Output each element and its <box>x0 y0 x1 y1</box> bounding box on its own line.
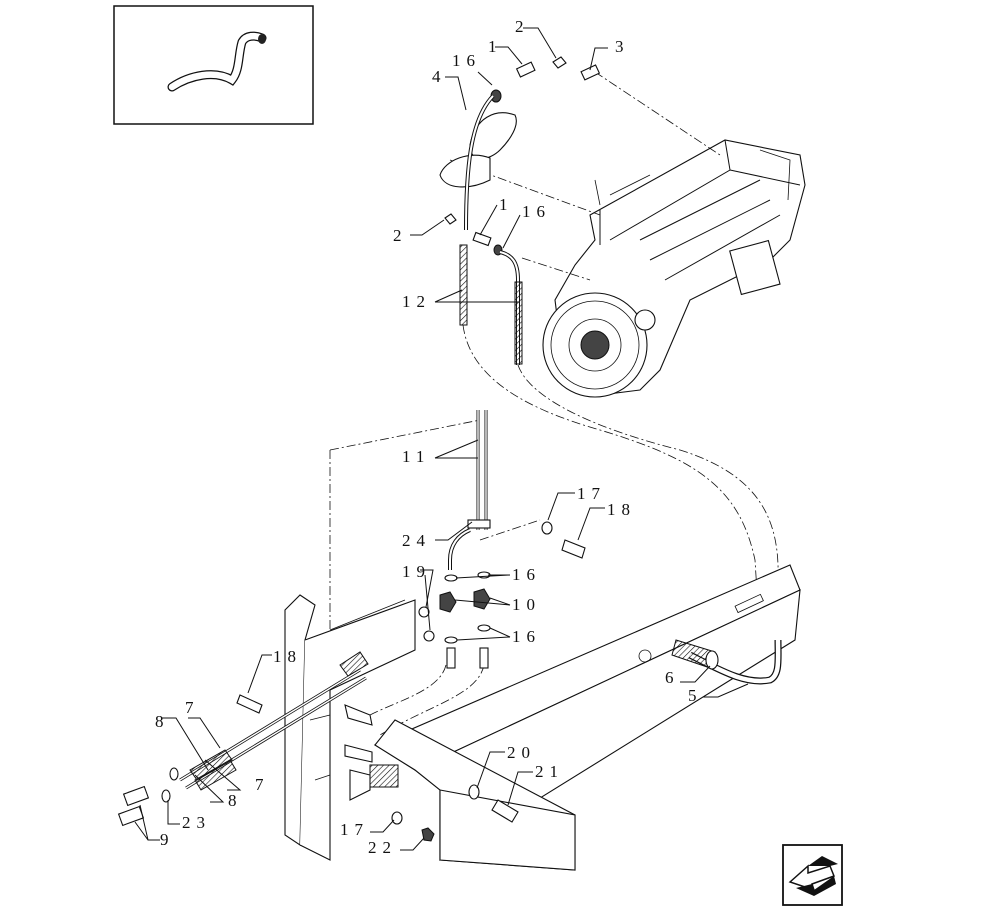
upper-hose-assembly <box>439 56 601 365</box>
lower-left-hoses <box>117 651 519 842</box>
lower-right-hose <box>671 639 782 685</box>
callout-18: 18 <box>273 647 302 666</box>
callout-2: 2 <box>515 17 530 36</box>
mid-hose-assembly <box>418 410 586 669</box>
callout-4: 4 <box>432 67 447 86</box>
callout-23: 23 <box>182 813 211 832</box>
inset-thumbnail[interactable] <box>113 5 314 125</box>
callout-24: 24 <box>402 531 431 550</box>
callout-20: 20 <box>507 743 536 762</box>
callout-18: 18 <box>607 500 636 519</box>
callout-8: 8 <box>228 791 243 810</box>
callout-21: 21 <box>535 762 564 781</box>
callout-8: 8 <box>155 712 170 731</box>
previous-page-arrow-icon <box>788 856 838 896</box>
engine <box>542 139 806 398</box>
callout-2: 2 <box>393 226 408 245</box>
previous-page-button[interactable] <box>782 844 843 906</box>
callout-12: 12 <box>402 292 431 311</box>
callout-1: 1 <box>499 195 514 214</box>
callout-7: 7 <box>185 698 200 717</box>
callout-3: 3 <box>615 37 630 56</box>
callout-17: 17 <box>577 484 606 503</box>
callout-7: 7 <box>255 775 270 794</box>
leader-lines <box>134 27 749 851</box>
callout-6: 6 <box>665 668 680 687</box>
callout-17: 17 <box>340 820 369 839</box>
callout-16: 16 <box>512 627 541 646</box>
assembly-guide-lines <box>329 71 779 736</box>
callout-11: 11 <box>402 447 430 466</box>
callout-9: 9 <box>160 830 175 849</box>
callout-labels: 2 1 3 16 4 2 1 16 12 11 24 17 18 16 10 1… <box>155 17 703 857</box>
callout-16: 16 <box>522 202 551 221</box>
callout-16: 16 <box>452 51 481 70</box>
frame-rail <box>369 564 801 871</box>
callout-19: 19 <box>402 562 431 581</box>
callout-16: 16 <box>512 565 541 584</box>
callout-10: 10 <box>512 595 541 614</box>
callout-22: 22 <box>368 838 397 857</box>
hose-thumbnail-icon <box>167 31 267 92</box>
callout-1: 1 <box>488 37 503 56</box>
callout-5: 5 <box>688 686 703 705</box>
